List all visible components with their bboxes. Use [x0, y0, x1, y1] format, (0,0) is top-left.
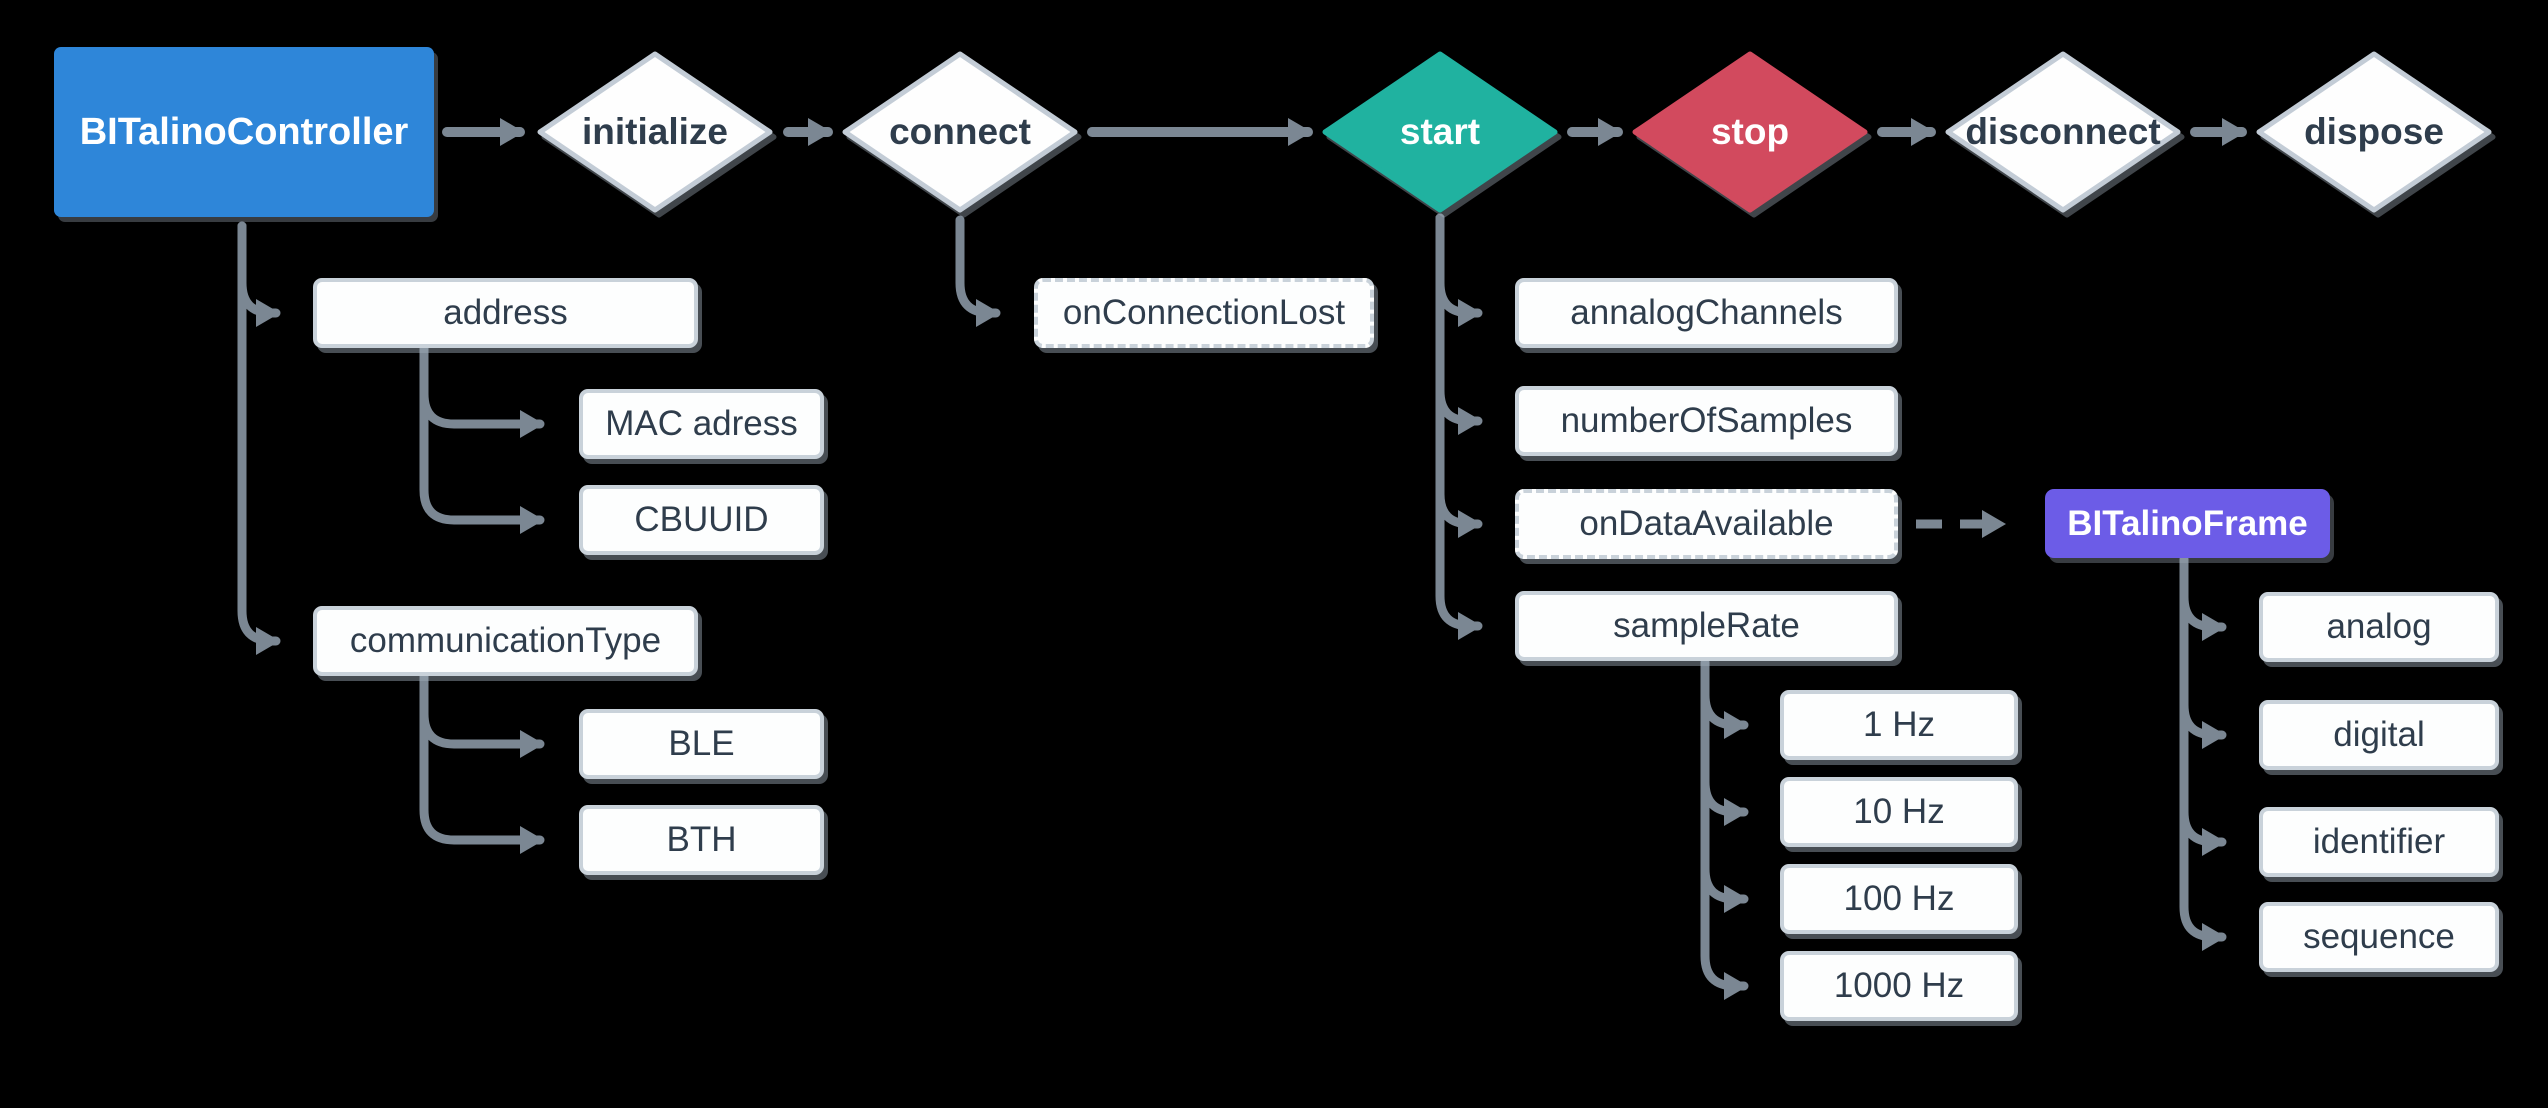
- branch-connect-onconnectionlost: [955, 215, 1001, 327]
- node-label: BLE: [668, 724, 735, 763]
- diamond-label: start: [1399, 111, 1481, 152]
- branch-controller-communicationtype: [237, 221, 281, 655]
- branch-frame-digital: [2179, 555, 2227, 749]
- node-numberofsamples: numberOfSamples: [1515, 386, 1898, 456]
- node-label: BITalinoFrame: [2067, 503, 2308, 543]
- node-label: 1000 Hz: [1833, 966, 1965, 1005]
- node-onconnectionlost: onConnectionLost: [1034, 278, 1374, 348]
- node-identifier: identifier: [2259, 807, 2499, 877]
- node-label: CBUUID: [634, 500, 769, 539]
- diamond-shape: [537, 51, 773, 213]
- branch-frame-sequence: [2179, 555, 2227, 951]
- node-bth: BTH: [579, 805, 824, 875]
- node-label: 100 Hz: [1843, 879, 1955, 918]
- node-10hz: 10 Hz: [1780, 777, 2018, 847]
- node-samplerate: sampleRate: [1515, 591, 1898, 661]
- node-address: address: [313, 278, 698, 348]
- branch-frame-identifier: [2179, 555, 2227, 856]
- node-bitalino-controller: BITalinoController: [54, 47, 434, 217]
- node-label: analog: [2326, 607, 2432, 646]
- diamond-shape: [1322, 51, 1558, 213]
- node-label: MAC adress: [605, 404, 798, 443]
- diamond-shape: [2256, 51, 2492, 213]
- branch-samplerate-100hz: [1700, 658, 1749, 913]
- node-communication-type: communicationType: [313, 606, 698, 676]
- diamond-shape: [1632, 51, 1868, 213]
- diamond-initialize: initialize: [535, 49, 775, 215]
- node-ondataavailable: onDataAvailable: [1515, 489, 1898, 559]
- branch-start-annalogchannels: [1435, 213, 1483, 327]
- node-label: communicationType: [349, 621, 662, 660]
- node-label: BITalinoController: [79, 110, 409, 153]
- diamond-label: disconnect: [1965, 111, 2161, 152]
- node-label: BTH: [666, 820, 737, 859]
- node-label: identifier: [2312, 822, 2446, 861]
- branch-start-numberofsamples: [1435, 213, 1483, 435]
- node-label: 10 Hz: [1853, 792, 1945, 831]
- branch-start-ondataavailable: [1435, 213, 1483, 538]
- node-bitalino-frame: BITalinoFrame: [2045, 489, 2330, 558]
- branch-commtype-bth: [419, 640, 545, 854]
- node-cbuuid: CBUUID: [579, 485, 824, 555]
- node-label: onDataAvailable: [1579, 504, 1834, 543]
- node-100hz: 100 Hz: [1780, 864, 2018, 934]
- diamond-connect: connect: [840, 49, 1080, 215]
- node-label: onConnectionLost: [1062, 293, 1346, 332]
- diamond-shape: [1945, 51, 2181, 213]
- branch-samplerate-10hz: [1700, 658, 1749, 826]
- node-label: numberOfSamples: [1560, 401, 1853, 440]
- diamond-label: dispose: [2304, 111, 2444, 152]
- node-1000hz: 1000 Hz: [1780, 951, 2018, 1021]
- node-analog: analog: [2259, 592, 2499, 662]
- branch-frame-analog: [2179, 555, 2227, 641]
- node-label: sequence: [2303, 917, 2455, 956]
- diamond-disconnect: disconnect: [1943, 49, 2183, 215]
- node-label: address: [443, 293, 568, 332]
- node-label: digital: [2333, 715, 2425, 754]
- diamond-label: initialize: [582, 111, 728, 152]
- node-ble: BLE: [579, 709, 824, 779]
- diamond-label: connect: [889, 111, 1031, 152]
- node-label: annalogChannels: [1570, 293, 1843, 332]
- branch-controller-address: [237, 221, 281, 327]
- branch-start-samplerate: [1435, 213, 1483, 640]
- diamond-shape: [842, 51, 1078, 213]
- node-1hz: 1 Hz: [1780, 690, 2018, 760]
- node-mac-adress: MAC adress: [579, 389, 824, 459]
- branch-samplerate-1000hz: [1700, 658, 1749, 1000]
- branch-address-cbuuid: [419, 312, 545, 534]
- diamond-dispose: dispose: [2254, 49, 2494, 215]
- branch-samplerate-1hz: [1700, 658, 1749, 739]
- diamond-label: stop: [1710, 111, 1790, 152]
- node-digital: digital: [2259, 700, 2499, 770]
- diamond-start: start: [1320, 49, 1560, 215]
- node-annalogchannels: annalogChannels: [1515, 278, 1898, 348]
- node-label: 1 Hz: [1863, 705, 1935, 744]
- node-label: sampleRate: [1613, 606, 1800, 645]
- node-sequence: sequence: [2259, 902, 2499, 972]
- diamond-stop: stop: [1630, 49, 1870, 215]
